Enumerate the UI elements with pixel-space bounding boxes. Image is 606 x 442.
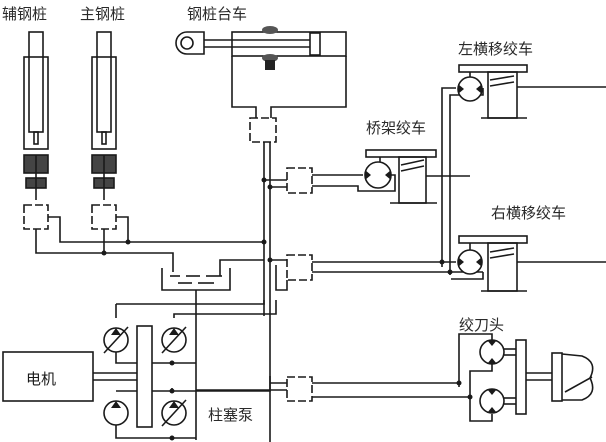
pump-variable-2	[161, 326, 187, 354]
left-traverse-winch	[457, 64, 606, 119]
bridge-winch-piping	[264, 174, 396, 192]
label-bridge-winch: 桥架绞车	[366, 119, 427, 137]
bridge-winch-valve	[286, 167, 313, 194]
pile-piping	[35, 216, 267, 272]
pump-variable-3	[161, 399, 187, 427]
aux-pile-valve	[23, 204, 49, 230]
pump-gearbox	[136, 325, 153, 428]
pump-piping	[115, 300, 277, 441]
electric-motor	[2, 351, 94, 402]
cutter-piping	[196, 333, 493, 422]
bridge-winch	[364, 149, 470, 204]
main-pile-cylinder	[91, 31, 117, 200]
cutter-head	[479, 339, 594, 415]
label-plunger-pump: 柱塞泵	[208, 406, 254, 424]
label-aux-pile: 辅钢桩	[2, 5, 48, 23]
pump-fixed	[103, 400, 129, 426]
trolley-valve	[249, 117, 277, 143]
right-winch-valve	[286, 254, 313, 281]
label-main-pile: 主钢桩	[80, 5, 126, 23]
main-pile-valve	[91, 204, 117, 230]
label-pile-trolley: 钢桩台车	[187, 5, 248, 23]
label-left-winch: 左横移绞车	[458, 40, 534, 58]
traverse-piping	[441, 87, 484, 275]
aux-pile-cylinder	[23, 31, 49, 200]
cutter-valve	[286, 376, 313, 402]
label-motor: 电机	[26, 370, 57, 388]
label-right-winch: 右横移绞车	[491, 204, 567, 222]
right-traverse-winch	[457, 235, 606, 292]
motor-shaft	[93, 372, 137, 381]
pile-trolley-cylinder	[175, 26, 347, 118]
oil-tank	[161, 259, 264, 304]
right-winch-piping	[270, 259, 484, 291]
pump-variable-1	[103, 326, 129, 354]
label-cutter-head: 绞刀头	[459, 316, 505, 334]
